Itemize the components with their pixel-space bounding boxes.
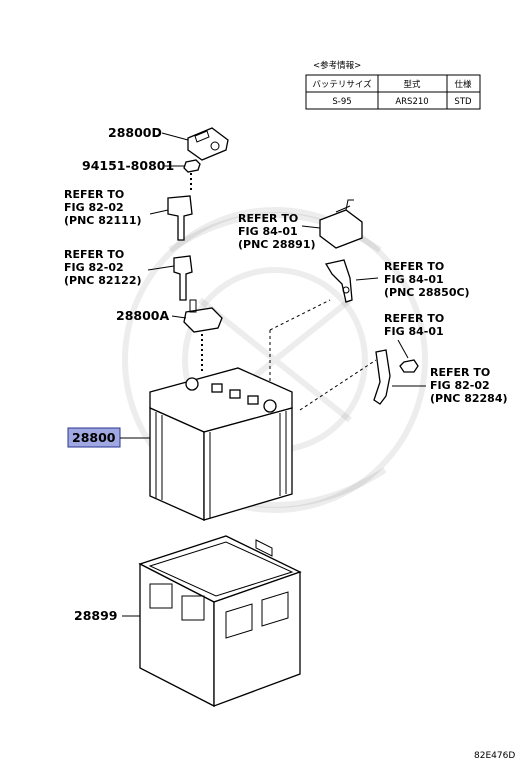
ref2-line1: REFER TO [64,248,124,261]
ref2-line3: (PNC 82122) [64,274,142,287]
ref5-line2: FIG 84-01 [384,325,444,338]
table-header-model: 型式 [403,79,421,90]
figure-id: 82E476D [474,751,515,761]
battery-28800 [149,367,293,522]
table-header-size: バッテリサイズ [312,79,372,90]
leader-28800a [171,315,187,319]
ref4-line3: (PNC 28850C) [384,286,470,299]
clamp-28800d [187,127,229,161]
ref6-line3: (PNC 82284) [430,392,508,405]
reference-table-title: <参考情報> [313,60,361,71]
leader-ref2 [147,265,175,271]
battery-tray-28899 [138,535,302,708]
strap-82284 [373,349,391,405]
bracket-82111 [167,195,193,241]
ref4-line2: FIG 84-01 [384,273,444,286]
dashed-line-terminal-2 [269,299,331,331]
leader-ref1 [149,209,169,215]
table-header-spec: 仕様 [454,79,472,90]
nut-94151 [183,159,201,173]
part-label-28800a: 28800A [116,308,169,323]
part-label-28899: 28899 [74,608,118,623]
ref3-line2: FIG 84-01 [238,225,298,238]
table-cell-model: ARS210 [395,97,428,107]
leader-ref3 [301,225,321,229]
ref6-line2: FIG 82-02 [430,379,490,392]
ref6-line1: REFER TO [430,366,490,379]
ref5-line1: REFER TO [384,312,444,325]
sensor-28891 [319,199,363,249]
part-label-94151: 94151-80801 [82,158,174,173]
part-label-28800: 28800 [72,430,116,445]
leader-28800d [161,132,189,141]
ref1-line1: REFER TO [64,188,124,201]
bracket-82122 [173,255,193,301]
part-label-28800d: 28800D [108,125,162,140]
table-cell-size: S-95 [332,97,351,107]
leader-ref4 [355,277,379,281]
ref2-line2: FIG 82-02 [64,261,124,274]
nut-ref5 [399,359,419,373]
ref1-line2: FIG 82-02 [64,201,124,214]
holder-28800a [183,299,223,333]
terminal-28850c [324,259,353,303]
ref3-line1: REFER TO [238,212,298,225]
ref3-line3: (PNC 28891) [238,238,316,251]
leader-ref5 [397,339,409,359]
reference-table: <参考情報> バッテリサイズ 型式 仕様 S-95 ARS210 STD [305,60,481,110]
ref4-line1: REFER TO [384,260,444,273]
ref1-line3: (PNC 82111) [64,214,142,227]
table-cell-spec: STD [454,97,472,107]
